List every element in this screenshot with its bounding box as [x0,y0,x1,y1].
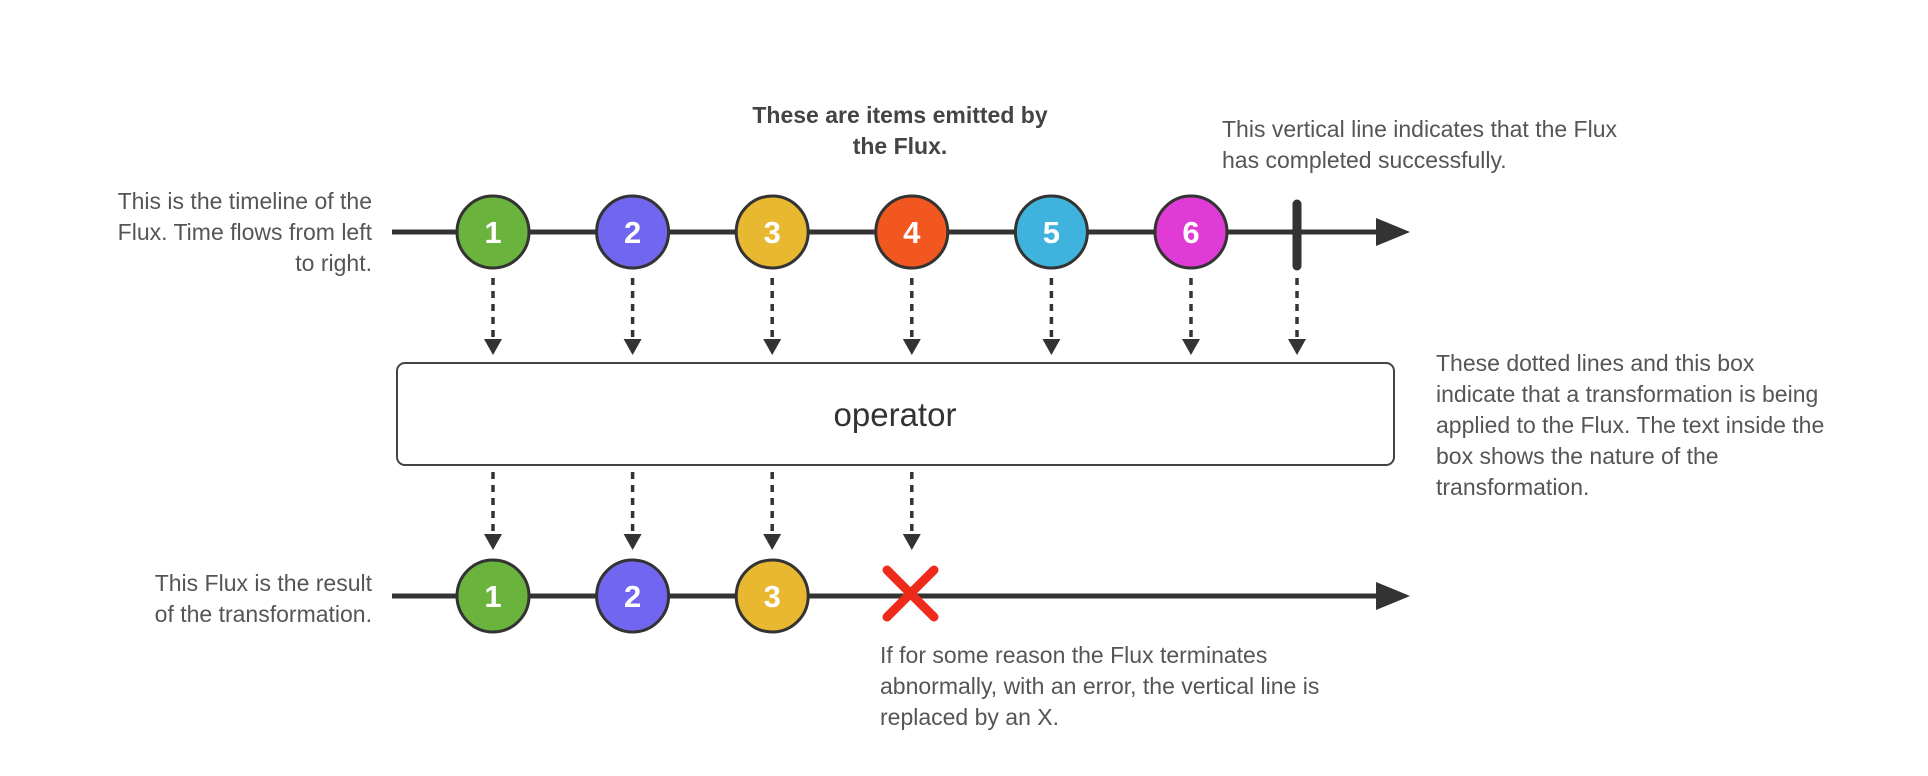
result-flux-note: This Flux is the result of the transform… [40,568,372,630]
source-marble-label: 3 [764,215,781,250]
result-item-2: 2 [595,558,671,634]
operator-label: operator [834,396,957,433]
operator-box-note-line-5: transformation. [1436,474,1590,500]
error-note-line-2: abnormally, with an error, the vertical … [880,673,1320,699]
output-dotted-arrow [623,472,642,550]
operator-box-note: These dotted lines and this box indicate… [1436,348,1916,503]
operator-box-note-line-3: applied to the Flux. The text inside the [1436,412,1825,438]
error-note-line-1: If for some reason the Flux terminates [880,642,1268,668]
source-marble-label: 2 [624,215,641,250]
timeline-note-line-2: Flux. Time flows from left [117,219,372,245]
completion-line-note-line-1: This vertical line indicates that the Fl… [1222,116,1618,142]
source-marble-circle [1013,194,1089,270]
source-marble-circle [1153,194,1229,270]
completion-dotted-arrow [1288,278,1306,355]
source-marble-circle [455,194,531,270]
source-timeline-arrowhead [1376,218,1410,246]
error-note-line-3: replaced by an X. [880,704,1060,730]
error-x-icon [882,565,939,622]
result-marble-circle [455,558,531,634]
input-dotted-arrow [623,278,642,355]
output-dotted-arrow [763,472,782,550]
items-emitted-line-2: the Flux. [852,133,948,159]
source-marble-circle [595,194,671,270]
output-dotted-arrow [484,472,502,550]
result-item-3: 3 [734,558,810,634]
source-item-1: 1 [455,194,531,270]
items-emitted-note: These are items emitted by the Flux. [720,100,1080,162]
timeline-note: This is the timeline of the Flux. Time f… [40,186,372,279]
input-dotted-arrow [484,278,502,355]
output-dotted-arrows [484,472,921,550]
input-dotted-arrows [484,278,1306,355]
result-marble-label: 1 [484,579,501,614]
source-items: 1 2 3 4 5 6 [455,194,1229,270]
completion-line-note-line-2: has completed successfully. [1222,147,1507,173]
input-dotted-arrow [1182,278,1200,355]
result-marble-label: 3 [764,579,781,614]
source-item-3: 3 [734,194,810,270]
items-emitted-line-1: These are items emitted by [752,102,1048,128]
timeline-note-line-1: This is the timeline of the [117,188,372,214]
error-note: If for some reason the Flux terminates a… [880,640,1440,733]
source-marble-label: 6 [1182,215,1199,250]
result-items: 1 2 3 [455,558,810,634]
output-dotted-arrow [902,472,921,550]
source-marble-label: 4 [903,215,921,250]
input-dotted-arrow [763,278,782,355]
source-item-5: 5 [1013,194,1089,270]
source-marble-label: 1 [484,215,501,250]
source-item-6: 6 [1153,194,1229,270]
operator-box-note-line-1: These dotted lines and this box [1436,350,1755,376]
input-dotted-arrow [1042,278,1061,355]
result-item-1: 1 [455,558,531,634]
source-marble-label: 5 [1043,215,1060,250]
completion-line-note: This vertical line indicates that the Fl… [1222,114,1742,176]
operator-box-note-line-4: box shows the nature of the [1436,443,1719,469]
input-dotted-arrow [902,278,921,355]
source-marble-circle [734,194,810,270]
result-flux-note-line-1: This Flux is the result [154,570,372,596]
result-marble-label: 2 [624,579,641,614]
source-marble-circle [874,194,950,270]
timeline-note-line-3: to right. [295,250,372,276]
source-item-4: 4 [874,194,950,270]
result-timeline-arrowhead [1376,582,1410,610]
result-marble-circle [595,558,671,634]
result-flux-note-line-2: of the transformation. [154,601,372,627]
operator-box [396,362,1395,466]
source-item-2: 2 [595,194,671,270]
operator-box-note-line-2: indicate that a transformation is being [1436,381,1819,407]
result-marble-circle [734,558,810,634]
